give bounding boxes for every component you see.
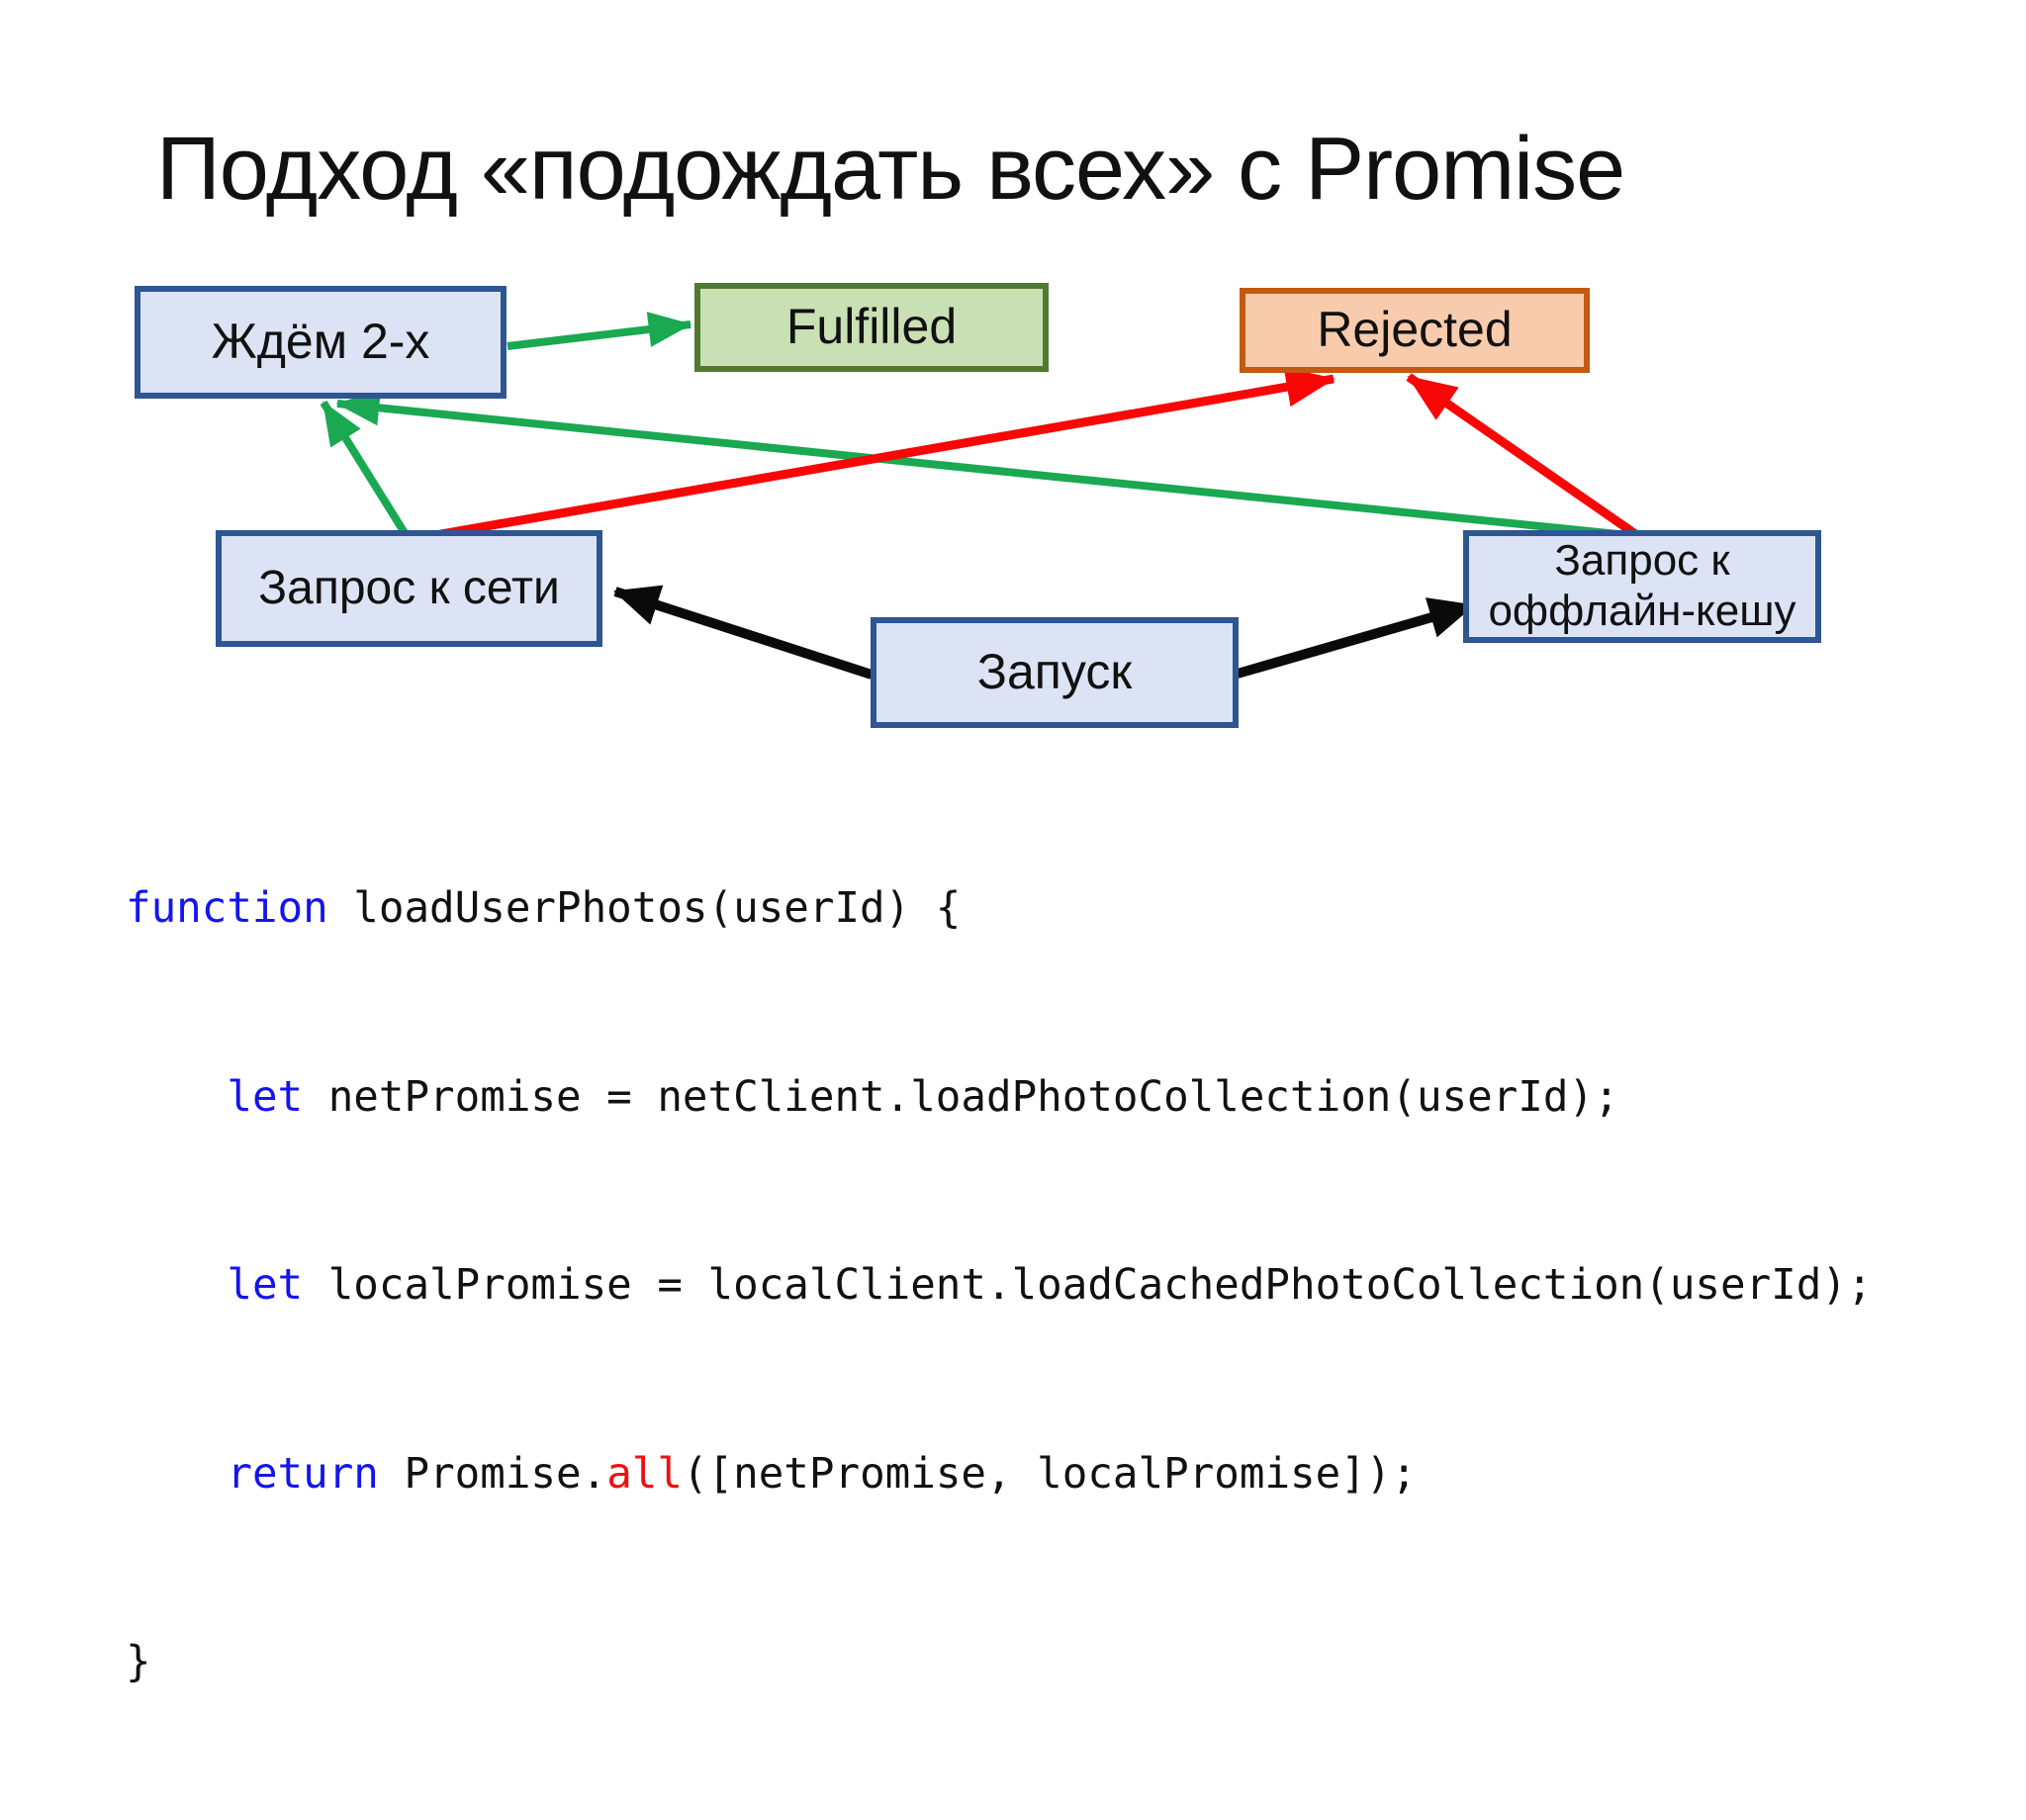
- code-keyword: let: [227, 1261, 304, 1310]
- code-line: function loadUserPhotos(userId) {: [126, 877, 1873, 941]
- code-token: localPromise = localClient.loadCachedPho…: [303, 1261, 1873, 1310]
- code-token: Promise.: [378, 1449, 607, 1499]
- code-token: [126, 1450, 227, 1499]
- node-waiting-label: Ждём 2-х: [211, 314, 430, 370]
- arrow-start-to-cache: [1236, 597, 1475, 679]
- code-line: return Promise.all([netPromise, localPro…: [126, 1443, 1873, 1506]
- node-waiting: Ждём 2-х: [135, 286, 506, 399]
- code-keyword: function: [126, 884, 328, 933]
- code-keyword: return: [227, 1449, 379, 1499]
- arrow-cache-to-rejected: [1406, 373, 1644, 542]
- code-token: }: [126, 1638, 151, 1686]
- slide-title: Подход «подождать всех» с Promise: [156, 120, 1625, 219]
- code-line: let localPromise = localClient.loadCache…: [126, 1254, 1873, 1318]
- node-rejected-label: Rejected: [1317, 302, 1513, 358]
- code-keyword: let: [227, 1072, 304, 1122]
- arrow-waiting-to-fulfilled: [506, 312, 692, 350]
- code-token: loadUserPhotos(userId) {: [327, 884, 962, 933]
- node-net-request: Запрос к сети: [216, 530, 602, 647]
- code-block: function loadUserPhotos(userId) { let ne…: [126, 752, 1873, 1820]
- code-token: [126, 1073, 227, 1122]
- code-token: [126, 1261, 227, 1310]
- node-fulfilled-label: Fulfilled: [785, 299, 958, 355]
- code-line: let netPromise = netClient.loadPhotoColl…: [126, 1066, 1873, 1130]
- arrow-cache-to-waiting: [335, 390, 1638, 540]
- arrow-start-to-net: [613, 585, 874, 680]
- arrow-net-to-rejected: [412, 367, 1335, 544]
- code-token: ([netPromise, localPromise]);: [682, 1449, 1417, 1499]
- node-fulfilled: Fulfilled: [694, 283, 1049, 372]
- node-cache-request-label-line2: оффлайн-кешу: [1488, 587, 1796, 635]
- code-token: netPromise = netClient.loadPhotoCollecti…: [303, 1072, 1619, 1122]
- code-method-all: all: [606, 1449, 683, 1499]
- node-cache-request: Запрос к оффлайн-кешу: [1463, 530, 1821, 643]
- node-start-label: Запуск: [976, 644, 1133, 700]
- node-cache-request-label-line1: Запрос к: [1554, 536, 1730, 586]
- node-rejected: Rejected: [1240, 288, 1590, 373]
- node-start: Запуск: [871, 617, 1239, 728]
- code-line: }: [126, 1631, 1873, 1694]
- node-net-request-label: Запрос к сети: [258, 562, 560, 615]
- arrow-net-to-waiting: [320, 400, 411, 539]
- slide-canvas: Подход «подождать всех» с Promise Ждём 2…: [126, 120, 1873, 1686]
